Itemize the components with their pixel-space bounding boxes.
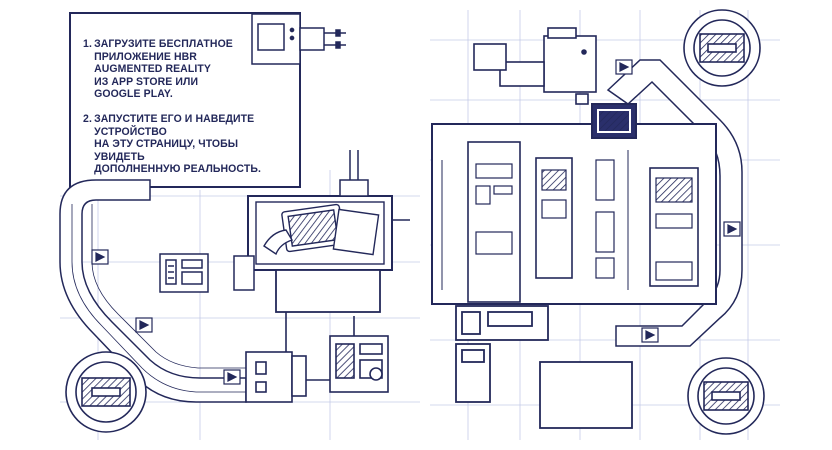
gear-hatch-icon bbox=[683, 9, 761, 87]
step-number: 1. bbox=[83, 38, 92, 50]
step-number: 2. bbox=[83, 112, 92, 125]
machine-lower-left bbox=[245, 312, 336, 403]
step-text: ЗАГРУЗИТЕ БЕСПЛАТНОЕ ПРИЛОЖЕНИЕ HBR AUGM… bbox=[94, 38, 233, 101]
instructions-text: 1. ЗАГРУЗИТЕ БЕСПЛАТНОЕ ПРИЛОЖЕНИЕ HBR A… bbox=[72, 14, 282, 186]
conveyor-arrow-icon bbox=[615, 59, 741, 343]
gear-hatch-icon bbox=[65, 351, 147, 433]
power-plug-icon bbox=[251, 13, 346, 65]
step-1: 1. ЗАГРУЗИТЕ БЕСПЛАТНОЕ ПРИЛОЖЕНИЕ HBR A… bbox=[83, 38, 273, 101]
gear-hatch-icon bbox=[687, 357, 765, 435]
machine-top bbox=[473, 27, 597, 105]
cable-plug-top bbox=[339, 150, 369, 197]
hand-icon bbox=[263, 229, 294, 256]
conveyor-belt-left bbox=[59, 179, 247, 403]
machine-lower-right bbox=[329, 316, 389, 393]
conveyor-arrow-icon bbox=[91, 249, 241, 385]
step-text: ЗАПУСТИТЕ ЕГО И НАВЕДИТЕ УСТРОЙСТВО НА Э… bbox=[94, 112, 261, 176]
step-2: 2. ЗАПУСТИТЕ ЕГО И НАВЕДИТЕ УСТРОЙСТВО Н… bbox=[83, 113, 273, 176]
cabinet-details bbox=[441, 150, 693, 290]
control-box-left bbox=[159, 253, 209, 293]
tablet-icon bbox=[281, 203, 380, 256]
bottom-console bbox=[455, 305, 633, 429]
